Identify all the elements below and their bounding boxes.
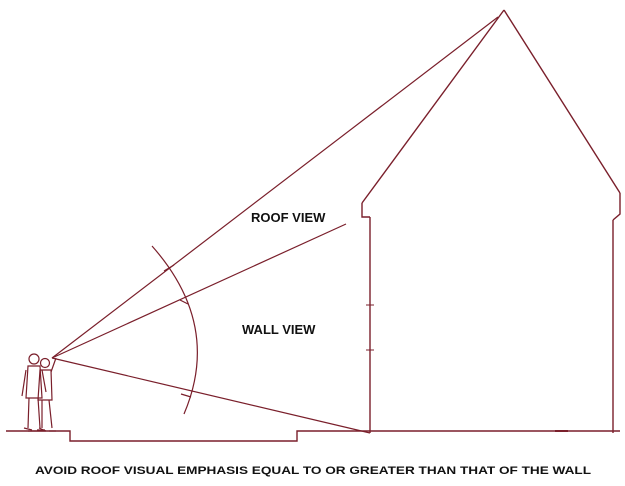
left-eave bbox=[361, 203, 370, 218]
right-roof-slope bbox=[503, 9, 621, 194]
sightline-to-ridge bbox=[51, 16, 499, 359]
arc-tick bbox=[163, 264, 175, 272]
wall-view-label: WALL VIEW bbox=[242, 322, 316, 337]
left-roof-slope bbox=[361, 9, 505, 204]
ground-line bbox=[6, 430, 620, 442]
viewer-figures-icon bbox=[21, 353, 57, 432]
roof-view-label: ROOF VIEW bbox=[251, 210, 326, 225]
right-eave bbox=[612, 193, 621, 221]
arc-tick bbox=[180, 393, 192, 398]
building-outline bbox=[361, 9, 621, 433]
view-arc bbox=[151, 245, 198, 415]
sightline-to-wall-base bbox=[51, 357, 371, 434]
arc-tick bbox=[179, 299, 189, 305]
sightlines bbox=[51, 16, 499, 434]
sightline-to-eave bbox=[51, 223, 347, 359]
caption: AVOID ROOF VISUAL EMPHASIS EQUAL TO OR G… bbox=[35, 465, 591, 477]
